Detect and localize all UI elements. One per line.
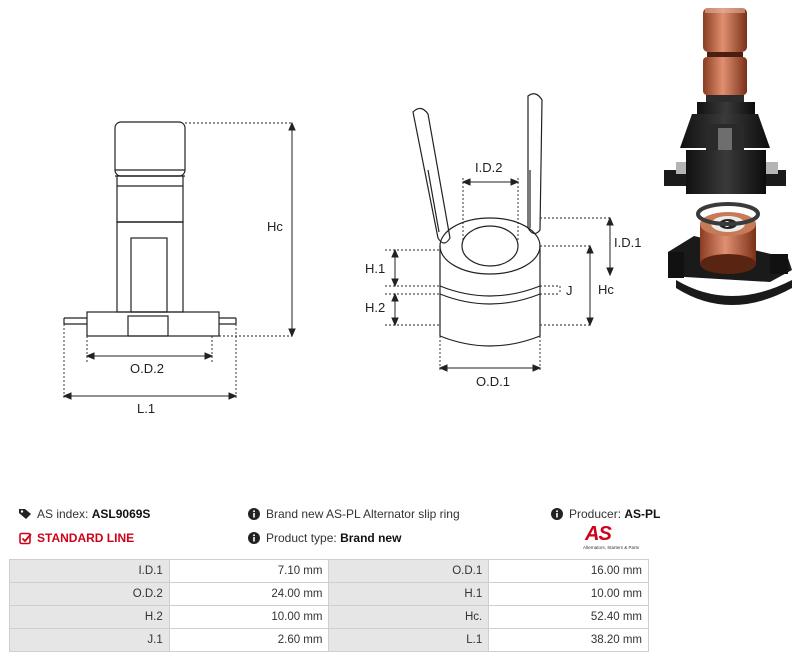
technical-drawing: Hc O.D.2 L.1 [62, 8, 792, 416]
info-icon [550, 507, 564, 521]
description-text: Brand new AS-PL Alternator slip ring [266, 507, 460, 521]
label-id2: I.D.2 [475, 160, 502, 175]
tag-icon [18, 507, 32, 521]
spec-value: 10.00 mm [488, 582, 649, 606]
spec-key: H.2 [9, 605, 170, 629]
product-photo-angled [668, 202, 792, 305]
label-od1: O.D.1 [476, 374, 510, 389]
perspective-drawing [412, 93, 543, 347]
check-square-icon [18, 531, 32, 545]
label-hc-right: Hc [598, 282, 614, 297]
product-type-value: Brand new [340, 531, 402, 545]
label-id1: I.D.1 [614, 235, 641, 250]
spec-key: Hc. [328, 605, 490, 629]
table-row: I.D.1 7.10 mm O.D.1 16.00 mm [9, 559, 649, 583]
spec-key: O.D.1 [328, 559, 490, 583]
label-hc-left: Hc [267, 219, 283, 234]
description-row: Brand new AS-PL Alternator slip ring [247, 507, 460, 521]
product-photo-side [664, 8, 786, 194]
producer-row: Producer: AS-PL [550, 507, 660, 521]
brand-logo-mark: AS [585, 523, 612, 545]
spec-key: H.1 [328, 582, 490, 606]
table-row: H.2 10.00 mm Hc. 52.40 mm [9, 605, 649, 629]
side-view-dimension-lines [63, 122, 292, 400]
info-icon [247, 531, 261, 545]
spec-value: 7.10 mm [168, 559, 330, 583]
spec-key: O.D.2 [9, 582, 170, 606]
spec-value: 2.60 mm [168, 628, 330, 652]
label-j: J [566, 283, 573, 298]
info-icon [247, 507, 261, 521]
as-index-value: ASL9069S [91, 507, 151, 521]
table-row: J.1 2.60 mm L.1 38.20 mm [9, 628, 649, 652]
spec-key: L.1 [328, 628, 490, 652]
specs-table: I.D.1 7.10 mm O.D.1 16.00 mm O.D.2 24.00… [9, 559, 649, 652]
standard-line-label: STANDARD LINE [37, 531, 135, 545]
label-h1: H.1 [365, 261, 385, 276]
product-type-row: Product type: Brand new [247, 531, 401, 545]
side-view-arrows [62, 121, 296, 400]
label-h2: H.2 [365, 300, 385, 315]
spec-value: 38.20 mm [488, 628, 649, 652]
spec-value: 16.00 mm [488, 559, 649, 583]
spec-value: 24.00 mm [168, 582, 330, 606]
spec-value: 52.40 mm [488, 605, 649, 629]
as-index-row: AS index: ASL9069S [18, 507, 150, 521]
perspective-arrows [391, 178, 614, 372]
producer-label: Producer: [569, 507, 622, 521]
producer-value: AS-PL [624, 507, 661, 521]
brand-logo-tagline: Alternators, Starters & Parts [583, 545, 640, 550]
as-index-label: AS index: [37, 507, 89, 521]
spec-key: J.1 [9, 628, 170, 652]
side-view-drawing [63, 121, 237, 337]
product-type-label: Product type: [266, 531, 337, 545]
table-row: O.D.2 24.00 mm H.1 10.00 mm [9, 582, 649, 606]
spec-value: 10.00 mm [168, 605, 330, 629]
brand-logo: AS Alternators, Starters & Parts [583, 523, 653, 553]
spec-key: I.D.1 [9, 559, 170, 583]
perspective-dimension-lines [385, 178, 612, 372]
standard-line-row: STANDARD LINE [18, 531, 134, 545]
label-od2: O.D.2 [130, 361, 164, 376]
label-l1: L.1 [137, 401, 155, 416]
